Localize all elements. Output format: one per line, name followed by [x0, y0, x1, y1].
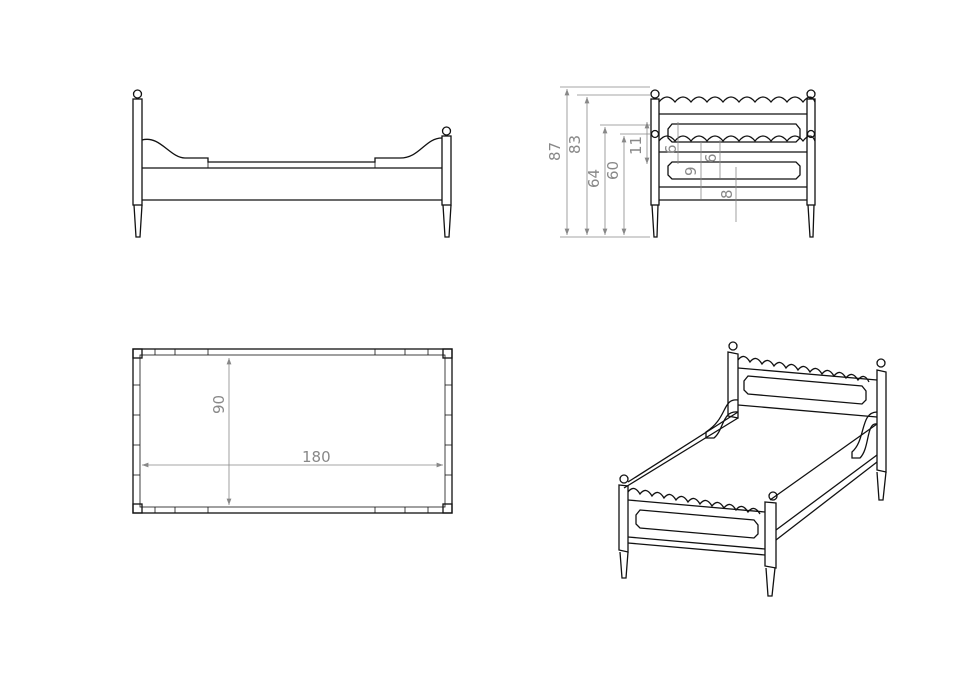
dim-11: 11: [627, 136, 645, 155]
dim-60: 60: [604, 161, 622, 180]
dim-87: 87: [546, 142, 564, 161]
dim-6-panel: 6: [702, 153, 720, 163]
side-view: [132, 89, 452, 238]
isometric-view: [618, 341, 887, 597]
front-view: 87 83 64 60 11 6 9 6 8: [546, 86, 816, 238]
top-view: 90 180: [132, 348, 453, 514]
dim-64: 64: [585, 169, 603, 188]
dim-83: 83: [566, 135, 584, 154]
dim-8: 8: [718, 189, 736, 199]
dim-9: 9: [682, 166, 700, 176]
dim-6-top: 6: [662, 144, 680, 154]
dim-180: 180: [302, 448, 331, 466]
dim-90: 90: [210, 395, 228, 414]
